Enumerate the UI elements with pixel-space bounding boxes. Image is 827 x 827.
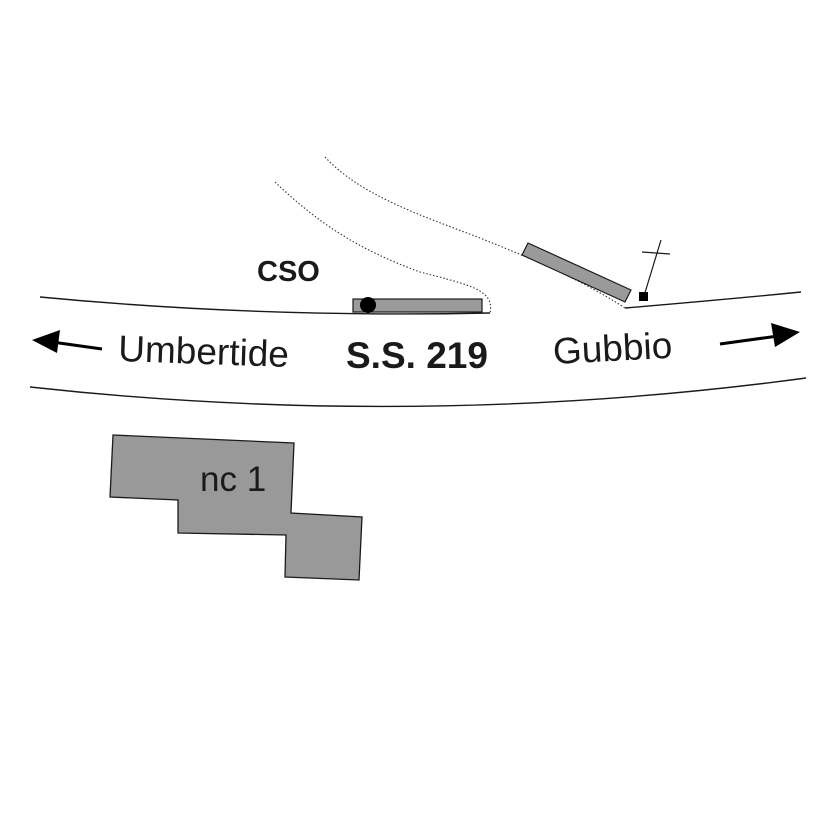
side-road-west-edge: [274, 181, 492, 314]
road-label: S.S. 219: [346, 335, 488, 376]
cross-icon: [639, 239, 671, 301]
arrow-left-icon: [32, 330, 103, 353]
side-road-east-edge: [324, 156, 626, 309]
cso-label: CSO: [257, 256, 320, 288]
arrow-right-icon: [719, 323, 800, 347]
road-north-edge-east: [624, 291, 802, 309]
gubbio-label: Gubbio: [551, 324, 674, 372]
gubbio-side-bar: [521, 242, 632, 303]
road-north-edge: [39, 296, 491, 315]
umbertide-label: Umbertide: [117, 328, 290, 375]
building-footprint: [109, 434, 363, 581]
filled-circle-icon: [360, 297, 376, 313]
building-label: nc 1: [200, 460, 267, 499]
road-south-edge: [29, 377, 807, 408]
cso-bar: [352, 298, 483, 313]
